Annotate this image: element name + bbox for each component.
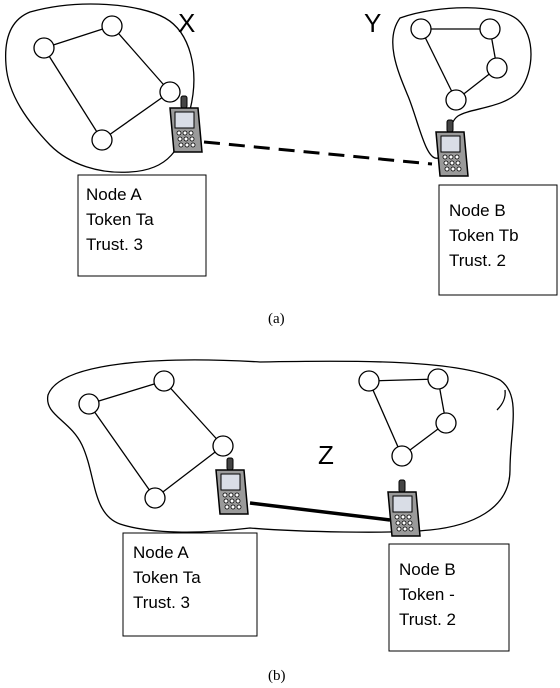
network-node-icon	[91, 129, 113, 151]
node-b-token: Token Tb	[449, 226, 519, 245]
node-a-trust: Trust. 3	[86, 235, 143, 254]
cluster-x-edges	[43, 25, 171, 141]
cluster-x-nodes	[33, 15, 181, 151]
network-node-icon	[212, 435, 234, 457]
node-a-token: Token Ta	[86, 210, 154, 229]
dashed-link	[203, 140, 433, 166]
caption-a: (a)	[268, 311, 285, 327]
node-b-info-box: Node B Token Tb Trust. 2	[438, 184, 558, 296]
cluster-z-outline-notch	[496, 389, 506, 411]
panel-a: X Y Node A Token Ta Trust. 3 Node B Toke…	[4, 3, 558, 327]
network-node-icon	[144, 487, 166, 509]
cluster-z-outline	[47, 359, 514, 533]
cluster-z-edges	[88, 378, 447, 499]
node-a-name: Node A	[133, 543, 189, 562]
node-b-trust: Trust. 2	[449, 251, 506, 270]
mobile-phone-icon	[387, 479, 421, 537]
mobile-phone-icon	[215, 457, 249, 515]
panel-b: Z Node A Token Ta Trust. 3 Node B Token …	[47, 359, 514, 684]
network-node-icon	[427, 368, 449, 390]
solid-link	[249, 501, 391, 522]
cluster-y-label: Y	[364, 8, 381, 38]
node-a-info-box: Node A Token Ta Trust. 3	[77, 174, 207, 277]
cluster-y-edges	[420, 28, 498, 101]
network-node-icon	[78, 393, 100, 415]
node-b-token: Token -	[399, 585, 455, 604]
node-b-trust: Trust. 2	[399, 610, 456, 629]
node-a-trust: Trust. 3	[133, 593, 190, 612]
cluster-z-label: Z	[318, 440, 334, 470]
cluster-y-nodes	[410, 18, 508, 111]
network-node-icon	[486, 57, 508, 79]
network-node-icon	[358, 370, 380, 392]
network-node-icon	[101, 15, 123, 37]
node-a-name: Node A	[86, 185, 142, 204]
caption-b: (b)	[268, 668, 286, 684]
cluster-z-nodes	[78, 368, 457, 509]
cluster-x-outline	[4, 3, 195, 173]
network-node-icon	[153, 370, 175, 392]
node-b-info-box: Node B Token - Trust. 2	[388, 543, 510, 652]
network-node-icon	[435, 412, 457, 434]
node-a-token: Token Ta	[133, 568, 201, 587]
network-node-icon	[445, 89, 467, 111]
node-b-name: Node B	[399, 560, 456, 579]
network-node-icon	[479, 18, 501, 40]
mobile-phone-icon	[435, 119, 469, 177]
cluster-y-outline	[392, 7, 532, 159]
network-node-icon	[391, 445, 413, 467]
network-node-icon	[159, 81, 181, 103]
node-a-info-box: Node A Token Ta Trust. 3	[122, 532, 258, 637]
network-node-icon	[33, 37, 55, 59]
mobile-phone-icon	[169, 95, 203, 153]
network-node-icon	[410, 18, 432, 40]
cluster-x-label: X	[178, 8, 195, 38]
node-b-name: Node B	[449, 201, 506, 220]
